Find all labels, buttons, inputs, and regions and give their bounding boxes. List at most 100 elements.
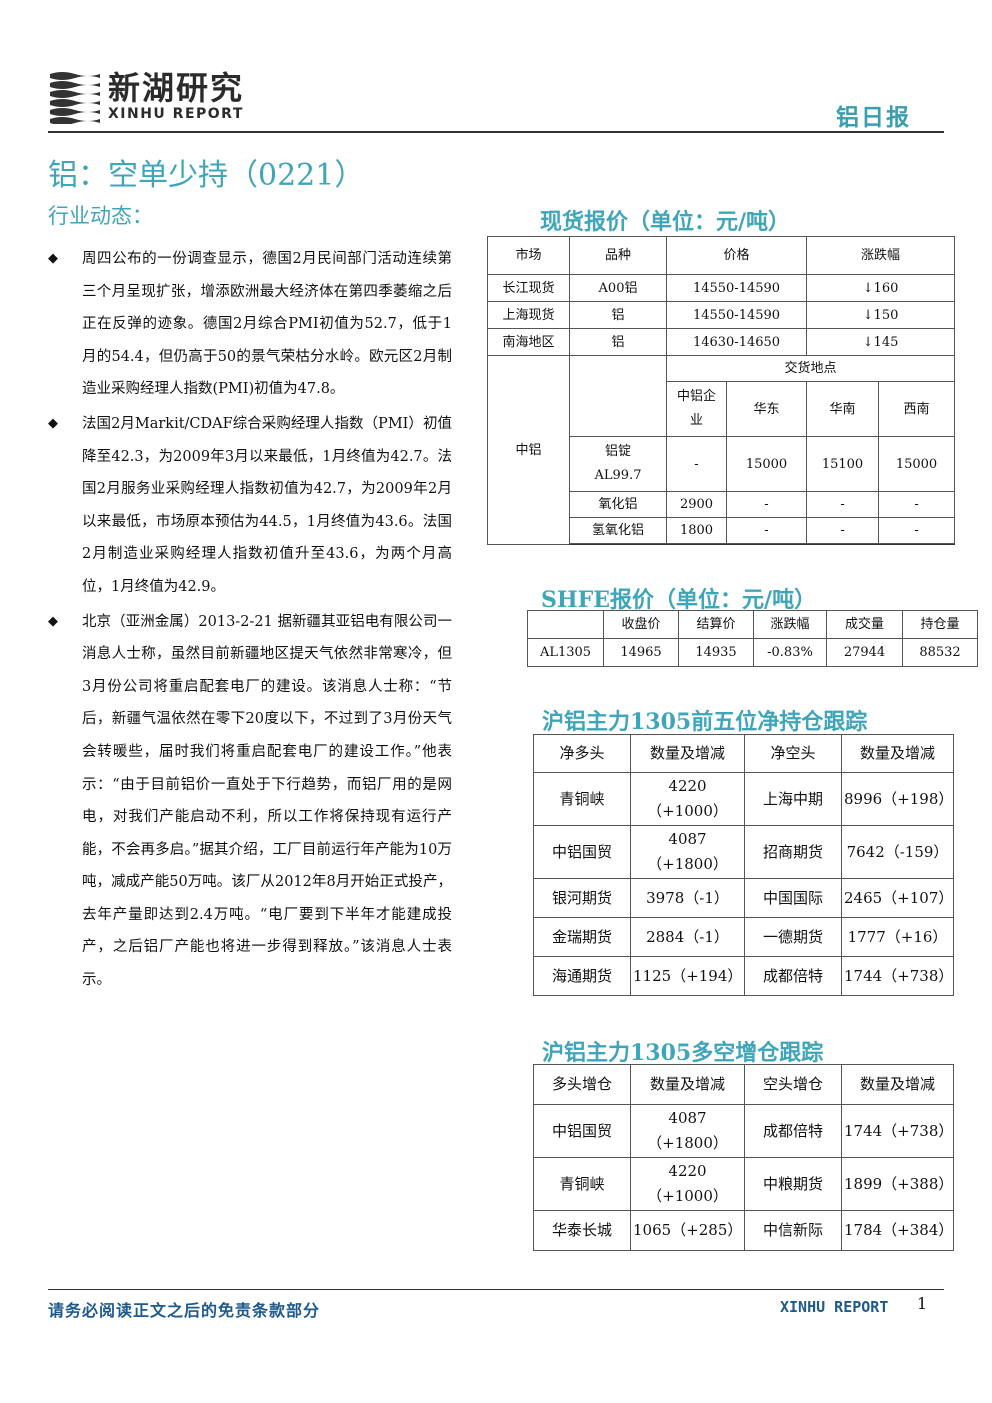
table-header-row: 多头增仓 数量及增减 空头增仓 数量及增减 (533, 1064, 954, 1105)
spot-table-title: 现货报价（单位：元/吨） (540, 209, 791, 235)
table-cell: 中铝国贸 (533, 1104, 631, 1158)
table-row: 金瑞期货 2884（-1） 一德期货 1777（+16） (533, 917, 954, 957)
news-text: 北京（亚洲金属）2013-2-21 据新疆其亚铝电有限公司一消息人士称，虽然目前… (82, 613, 452, 989)
report-name: 铝日报 (836, 105, 911, 131)
table-cell: 中国国际 (744, 878, 842, 918)
table-cell: 中粮期货 (744, 1157, 842, 1211)
table-cell: ↓160 (806, 274, 956, 302)
spot-price-table: 市场 品种 价格 涨跌幅 长江现货 A00铝 14550-14590 ↓160 … (487, 236, 956, 545)
table-cell: -0.83% (753, 638, 827, 667)
table-header-cell: 价格 (665, 236, 808, 275)
table-cell: 青铜峡 (533, 1157, 631, 1211)
table-cell: 西南 (878, 381, 956, 437)
table-header-cell (527, 610, 604, 639)
table-cell: 中铝国贸 (533, 825, 631, 879)
table-cell: 14965 (603, 638, 679, 667)
table-cell: 88532 (902, 638, 978, 667)
table-header-cell: 涨跌幅 (806, 236, 956, 275)
table-cell: 8996（+198） (841, 772, 954, 826)
disclaimer-note: 请务必阅读正文之后的免责条款部分 (48, 1301, 321, 1320)
table-cell: - (806, 491, 880, 518)
table-cell: 15100 (806, 436, 880, 492)
diamond-bullet-icon: ◆ (48, 613, 58, 629)
table-cell: 14550-14590 (665, 274, 808, 302)
table-cell: 4220 （+1000） (630, 772, 745, 826)
xinhu-logo-icon (50, 72, 100, 124)
increase-position-table-title: 沪铝主力1305多空增仓跟踪 (542, 1040, 824, 1066)
table-cell: 铝锭AL99.7 (569, 436, 667, 492)
table-cell: 上海现货 (487, 301, 570, 329)
table-cell: AL1305 (527, 638, 604, 667)
table-header-cell: 净多头 (533, 734, 631, 773)
table-cell: 4087 （+1800） (630, 1104, 745, 1158)
table-cell: 铝 (569, 301, 667, 329)
diamond-bullet-icon: ◆ (48, 415, 58, 431)
table-cell: 氢氧化铝 (569, 517, 667, 544)
table-cell: ↓145 (806, 328, 956, 356)
table-cell: 成都倍特 (744, 1104, 842, 1158)
table-cell: A00铝 (569, 274, 667, 302)
header-divider (48, 131, 944, 133)
table-cell: 15000 (878, 436, 956, 492)
table-cell: 华泰长城 (533, 1210, 631, 1251)
table-row: 银河期货 3978（-1） 中国国际 2465（+107） (533, 878, 954, 918)
table-cell: 海通期货 (533, 956, 631, 996)
table-row: 氢氧化铝 1800 - - - (488, 517, 956, 544)
table-cell: 7642（-159） (841, 825, 954, 879)
table-cell: 中信新际 (744, 1210, 842, 1251)
table-cell: 27944 (826, 638, 903, 667)
table-cell: 1744（+738） (841, 956, 954, 996)
page-title: 铝：空单少持（0221） (48, 158, 365, 193)
table-cell: 1744（+738） (841, 1104, 954, 1158)
net-position-table-title: 沪铝主力1305前五位净持仓跟踪 (542, 709, 868, 735)
table-cell: 14550-14590 (665, 301, 808, 329)
table-cell: 2900 (666, 491, 727, 518)
table-row: 海通期货 1125（+194） 成都倍特 1744（+738） (533, 956, 954, 996)
table-cell: 中铝企业 (666, 381, 727, 437)
table-header-cell: 数量及增减 (630, 1064, 745, 1105)
table-cell: 14630-14650 (665, 328, 808, 356)
table-cell: 1784（+384） (841, 1210, 954, 1251)
table-cell: 1800 (666, 517, 727, 544)
table-header-cell: 多头增仓 (533, 1064, 631, 1105)
page-number: 1 (917, 1294, 928, 1313)
table-cell: 4220 （+1000） (630, 1157, 745, 1211)
net-position-table: 净多头 数量及增减 净空头 数量及增减 青铜峡 4220 （+1000） 上海中… (533, 734, 954, 996)
table-cell: 上海中期 (744, 772, 842, 826)
table-cell: 招商期货 (744, 825, 842, 879)
table-header-cell: 净空头 (744, 734, 842, 773)
table-cell: - (725, 491, 808, 518)
table-cell: 铝 (569, 328, 667, 356)
news-text: 周四公布的一份调查显示，德国2月民间部门活动连续第三个月呈现扩张，增添欧洲最大经… (82, 251, 452, 398)
table-row: 中铝国贸 4087 （+1800） 招商期货 7642（-159） (533, 825, 954, 879)
table-cell: 华南 (806, 381, 880, 437)
table-row: 青铜峡 4220 （+1000） 中粮期货 1899（+388） (533, 1157, 954, 1211)
table-header-cell: 市场 (487, 236, 570, 275)
table-header-cell: 持仓量 (902, 610, 978, 639)
table-header-row: 净多头 数量及增减 净空头 数量及增减 (533, 734, 954, 773)
table-cell (569, 355, 667, 437)
table-header-cell: 空头增仓 (744, 1064, 842, 1105)
shfe-price-table: 收盘价 结算价 涨跌幅 成交量 持仓量 AL1305 14965 14935 -… (527, 610, 978, 667)
table-header-cell: 成交量 (826, 610, 903, 639)
table-header-row: 市场 品种 价格 涨跌幅 (487, 236, 956, 275)
table-row: 中铝企业 华东 华南 西南 (488, 381, 956, 437)
table-cell: 2465（+107） (841, 878, 954, 918)
table-cell: 4087 （+1800） (630, 825, 745, 879)
diamond-bullet-icon: ◆ (48, 251, 58, 266)
table-cell: - (878, 517, 956, 544)
table-cell: 2884（-1） (630, 917, 745, 957)
news-list: ◆ 周四公布的一份调查显示，德国2月民间部门活动连续第三个月呈现扩张，增添欧洲最… (48, 243, 452, 997)
increase-position-table: 多头增仓 数量及增减 空头增仓 数量及增减 中铝国贸 4087 （+1800） … (533, 1064, 954, 1251)
table-header-row: 收盘价 结算价 涨跌幅 成交量 持仓量 (527, 610, 978, 639)
table-cell: 14935 (678, 638, 754, 667)
footer-divider (48, 1289, 944, 1290)
table-header-cell: 数量及增减 (630, 734, 745, 773)
table-header-cell: 品种 (569, 236, 667, 275)
table-cell: ↓150 (806, 301, 956, 329)
table-row: 上海现货 铝 14550-14590 ↓150 (487, 301, 956, 329)
news-item: ◆ 北京（亚洲金属）2013-2-21 据新疆其亚铝电有限公司一消息人士称，虽然… (48, 606, 452, 997)
table-row: 南海地区 铝 14630-14650 ↓145 (487, 328, 956, 356)
table-cell: 银河期货 (533, 878, 631, 918)
table-cell: - (666, 436, 727, 492)
